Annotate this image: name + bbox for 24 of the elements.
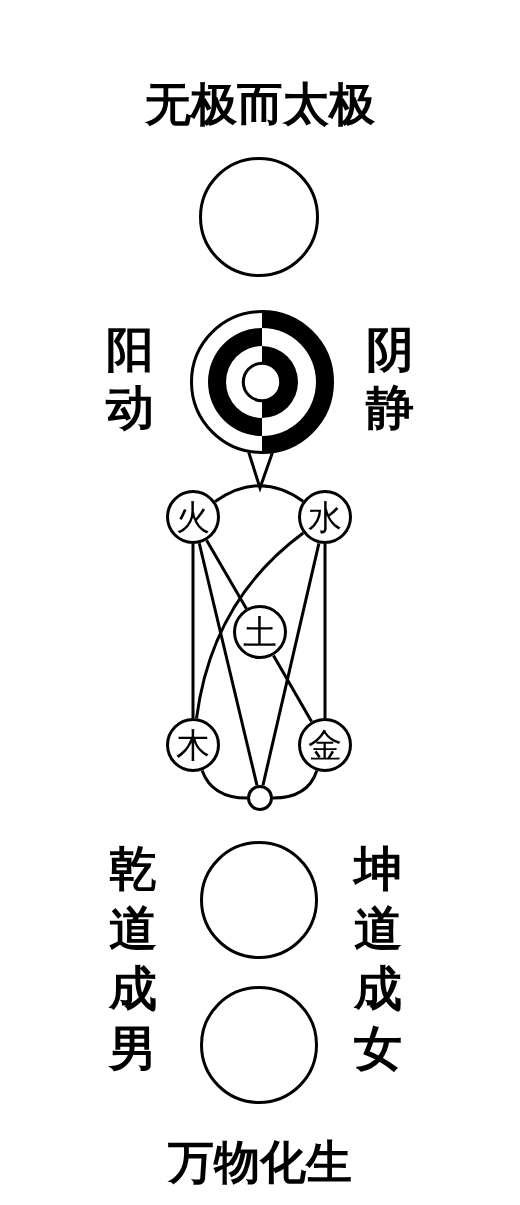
character-circle: 土 [233,605,287,659]
pointer-triangle [247,451,275,493]
small-circle [247,785,273,811]
character-circle: 木 [166,718,220,772]
title: 无极而太极 [144,76,376,132]
connector-line [195,531,305,719]
character-circle: 火 [166,490,220,544]
connector-line [200,769,248,800]
side-text: 阴静 [364,320,415,436]
side-text: 阳动 [104,320,155,436]
connector-line [272,654,313,723]
connector-line [214,484,304,503]
connector-line [323,544,327,718]
connector-line [272,770,319,800]
connector-line [261,542,321,786]
caption: 万物化生 [167,1134,353,1190]
yin-yang-drawing [190,310,334,454]
connector-line [205,539,248,610]
side-text: 坤道成女 [352,839,403,1078]
side-text: 乾道成男 [107,839,158,1078]
character-circle: 金 [298,718,352,772]
character-circle: 水 [298,490,352,544]
connector-line [191,544,195,718]
connector-line [197,542,259,786]
